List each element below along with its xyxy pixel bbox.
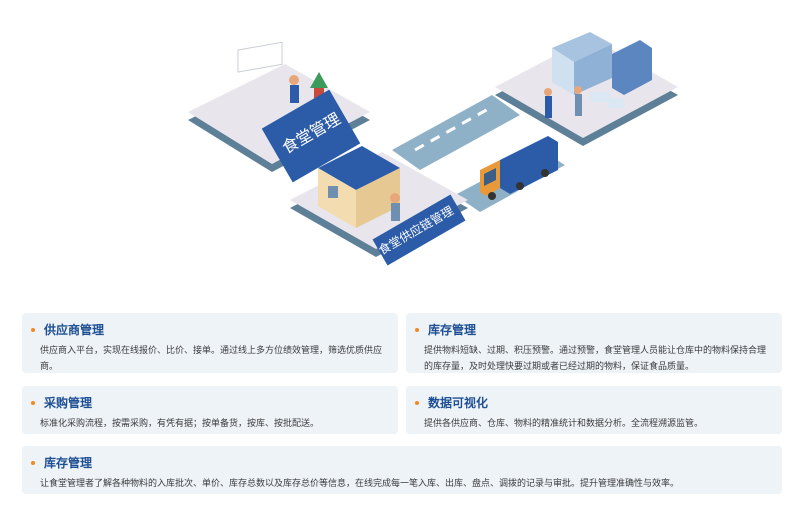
card-description: 标准化采购流程，按需采购，有凭有据；按单备货，按库、按批配送。 <box>40 419 320 429</box>
card-title: 数据可视化 <box>415 396 768 410</box>
bullet-icon <box>31 328 35 332</box>
card-title: 库存管理 <box>31 456 768 470</box>
card-procurement-management: 采购管理 标准化采购流程，按需采购，有凭有据；按单备货，按库、按批配送。 <box>22 386 398 434</box>
canteen-platform <box>188 41 370 183</box>
bullet-icon <box>415 328 419 332</box>
card-title: 库存管理 <box>415 323 768 337</box>
warehouse-platform <box>495 32 678 146</box>
card-title: 采购管理 <box>31 396 384 410</box>
bullet-icon <box>31 461 35 465</box>
delivery-truck-icon <box>480 136 558 200</box>
card-description: 提供各供应商、仓库、物料的精准统计和数据分析。全流程溯源监管。 <box>424 419 704 429</box>
card-inventory-management: 库存管理 提供物料短缺、过期、积压预警。通过预警，食堂管理人员能让仓库中的物料保… <box>406 313 782 373</box>
card-data-visualization: 数据可视化 提供各供应商、仓库、物料的精准统计和数据分析。全流程溯源监管。 <box>406 386 782 434</box>
bullet-icon <box>415 401 419 405</box>
bullet-icon <box>31 401 35 405</box>
card-description: 让食堂管理者了解各种物料的入库批次、单价、库存总数以及库存总价等信息，在线完成每… <box>40 479 680 489</box>
card-supplier-management: 供应商管理 供应商入平台，实现在线报价、比价、接单。通过线上多方位绩效管理，筛选… <box>22 313 398 373</box>
supply-chain-illustration: 食堂管理 食堂供应链管理 <box>188 32 678 266</box>
card-inventory-details: 库存管理 让食堂管理者了解各种物料的入库批次、单价、库存总数以及库存总价等信息，… <box>22 446 782 494</box>
card-description: 提供物料短缺、过期、积压预警。通过预警，食堂管理人员能让仓库中的物料保持合理的库… <box>424 346 767 372</box>
house-platform <box>290 146 468 266</box>
card-title: 供应商管理 <box>31 323 384 337</box>
card-description: 供应商入平台，实现在线报价、比价、接单。通过线上多方位绩效管理，筛选优质供应商。 <box>40 346 383 372</box>
